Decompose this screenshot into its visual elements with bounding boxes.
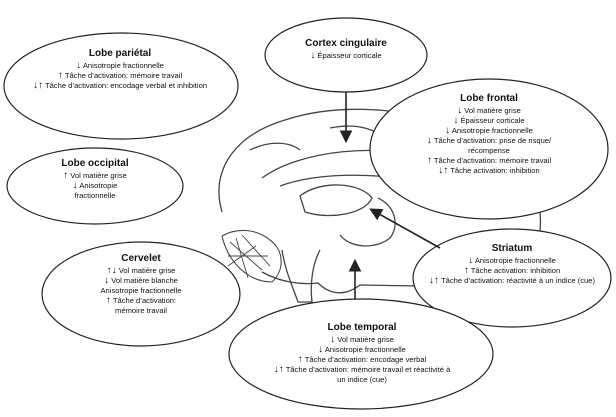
- trend-arrow-icon: ↓: [426, 135, 432, 146]
- region-frontal: Lobe frontal ↓ Vol matière grise ↓ Épais…: [400, 93, 578, 176]
- trend-arrow-icon: ↓: [318, 344, 324, 355]
- temporal-title: Lobe temporal: [327, 322, 397, 333]
- list-item: ↓↑ Tâche d’activation: réactivité à un i…: [428, 275, 596, 286]
- cervelet-title: Cervelet: [121, 253, 161, 264]
- list-item: ↑↓ Vol matière grise: [106, 265, 176, 276]
- list-item: ↑ Tâche activation: inhibition: [463, 265, 561, 276]
- trend-arrow-icon: ↓: [104, 275, 110, 286]
- frontal-ellipse: [369, 78, 609, 220]
- occipital-ellipse: [6, 147, 184, 225]
- trend-arrow-icon: ↑: [426, 155, 432, 166]
- trend-arrow-icon: ↑: [57, 70, 63, 81]
- list-item: ↓↑ Tâche activation: inhibition: [438, 165, 540, 176]
- parietal-ellipse: [3, 32, 239, 140]
- brain-outline: [218, 108, 542, 294]
- list-item: ↓ Anisotropie fractionnelle: [76, 60, 164, 71]
- region-striatum: Striatum ↓ Anisotropie fractionnelle ↑ T…: [422, 243, 602, 286]
- trend-arrow-icon: ↓: [72, 180, 78, 191]
- trend-arrow-icon: ↑: [63, 170, 69, 181]
- temporal-ellipse: [228, 298, 494, 410]
- list-item: Anisotropie fractionnelle: [100, 286, 182, 295]
- trend-arrow-icon: ↓: [445, 125, 451, 136]
- list-item: ↑ Tâche d’activation: mémoire travail: [426, 155, 552, 166]
- parietal-title: Lobe pariétal: [88, 48, 152, 59]
- list-item: ↓ Anisotropie fractionnelle: [318, 344, 406, 355]
- trend-arrow-icon: ↓: [453, 115, 459, 126]
- list-item: ↓ Vol matière grise: [330, 334, 394, 345]
- midbrain-fold: [339, 197, 396, 247]
- list-item: ↓ Vol matière grise: [457, 105, 521, 116]
- trend-arrow-icon: ↑: [297, 354, 303, 365]
- trend-arrow-icon: ↓↑: [273, 364, 284, 375]
- trend-arrow-icon: ↓: [76, 60, 82, 71]
- trend-arrow-icon: ↓: [330, 334, 336, 345]
- cingulaire-title: Cortex cingulaire: [305, 38, 387, 49]
- arrow-striatum: [369, 208, 441, 249]
- list-item: ↓ Anisotropie fractionnelle: [72, 180, 118, 201]
- list-item: ↓ Épaisseur corticale: [453, 115, 525, 126]
- thalamus: [299, 184, 373, 217]
- cerebellum: [221, 229, 282, 283]
- list-item: ↓ Tâche d’activation: prise de risque/ r…: [426, 135, 552, 156]
- occipital-title: Lobe occipital: [61, 158, 129, 169]
- trend-arrow-icon: ↓↑: [32, 80, 43, 91]
- list-item: ↑ Tâche d’activation: mémoire travail: [57, 70, 183, 81]
- region-cervelet: Cervelet ↑↓ Vol matière grise ↓ Vol mati…: [62, 253, 220, 316]
- list-item: ↓ Vol matière blanche: [104, 275, 178, 286]
- list-item: ↑ Tâche d’activation: mémoire travail: [105, 295, 177, 316]
- list-item: ↓↑ Tâche d’activation: encodage verbal e…: [32, 80, 208, 91]
- striatum-title: Striatum: [491, 243, 533, 254]
- region-cingulaire: Cortex cingulaire ↓ Épaisseur corticale: [286, 38, 406, 61]
- trend-arrow-icon: ↑: [463, 265, 469, 276]
- trend-arrow-icon: ↓: [468, 255, 474, 266]
- frontal-title: Lobe frontal: [460, 93, 518, 104]
- list-item: ↑ Tâche d’activation: encodage verbal: [297, 354, 427, 365]
- trend-arrow-icon: ↓↑: [428, 275, 439, 286]
- region-temporal: Lobe temporal ↓ Vol matière grise ↓ Anis…: [256, 322, 468, 385]
- list-item: ↓ Anisotropie fractionnelle: [445, 125, 533, 136]
- list-item: ↓ Épaisseur corticale: [310, 50, 382, 61]
- region-occipital: Lobe occipital ↑ Vol matière grise ↓ Ani…: [30, 158, 160, 201]
- list-item: ↓ Anisotropie fractionnelle: [468, 255, 556, 266]
- striatum-ellipse: [412, 228, 612, 328]
- region-parietal: Lobe pariétal ↓ Anisotropie fractionnell…: [20, 48, 220, 91]
- list-item: ↓↑ Tâche d’activation: mémoire travail e…: [273, 364, 451, 385]
- brainstem: [281, 249, 321, 303]
- trend-arrow-icon: ↓: [457, 105, 463, 116]
- cervelet-ellipse: [41, 241, 241, 347]
- cerebellum-folia: [227, 234, 271, 279]
- trend-arrow-icon: ↓↑: [438, 165, 449, 176]
- trend-arrow-icon: ↓: [310, 50, 316, 61]
- trend-arrow-icon: ↑↓: [106, 265, 117, 276]
- list-item: ↑ Vol matière grise: [63, 170, 127, 181]
- trend-arrow-icon: ↑: [105, 295, 111, 306]
